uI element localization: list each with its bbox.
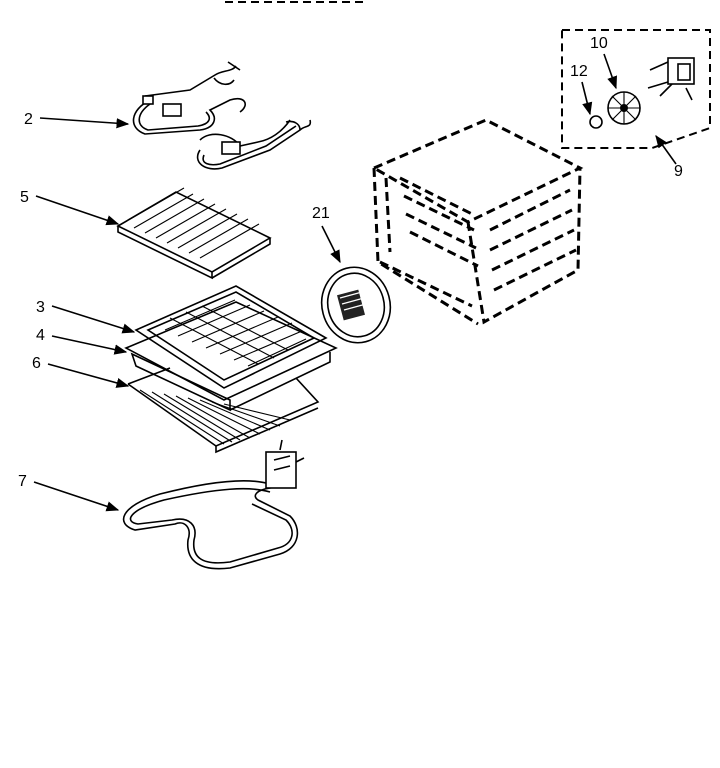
- callout-label-2: 2: [24, 111, 33, 128]
- callout-12: 12: [570, 63, 593, 116]
- callout-3: 3: [36, 299, 136, 334]
- callout-6: 6: [32, 355, 130, 388]
- callout-2: 2: [24, 111, 130, 129]
- callout-21: 21: [312, 205, 341, 264]
- callout-label-12: 12: [570, 63, 588, 80]
- broiler-pan: [124, 301, 338, 412]
- callout-label-3: 3: [36, 299, 45, 316]
- bake-element: [122, 439, 305, 570]
- callout-label-21: 21: [312, 205, 330, 222]
- callout-5: 5: [20, 189, 120, 226]
- fan-cover: [320, 266, 392, 344]
- callout-label-7: 7: [18, 473, 27, 490]
- oven-rack: [116, 187, 272, 280]
- callout-7: 7: [18, 473, 120, 512]
- callout-label-6: 6: [32, 355, 41, 372]
- callout-label-9: 9: [674, 163, 683, 180]
- callout-label-4: 4: [36, 327, 45, 344]
- oven-cavity: [370, 118, 584, 326]
- callout-4: 4: [36, 327, 128, 355]
- callout-10: 10: [590, 35, 617, 90]
- broiler-pan-grid: [134, 285, 328, 389]
- callout-label-10: 10: [590, 35, 608, 52]
- callout-label-5: 5: [20, 189, 29, 206]
- fan-motor-assembly: [561, 29, 711, 149]
- oven-rack-lower: [127, 367, 320, 454]
- callout-9: 9: [655, 134, 683, 180]
- broil-element: [132, 61, 312, 170]
